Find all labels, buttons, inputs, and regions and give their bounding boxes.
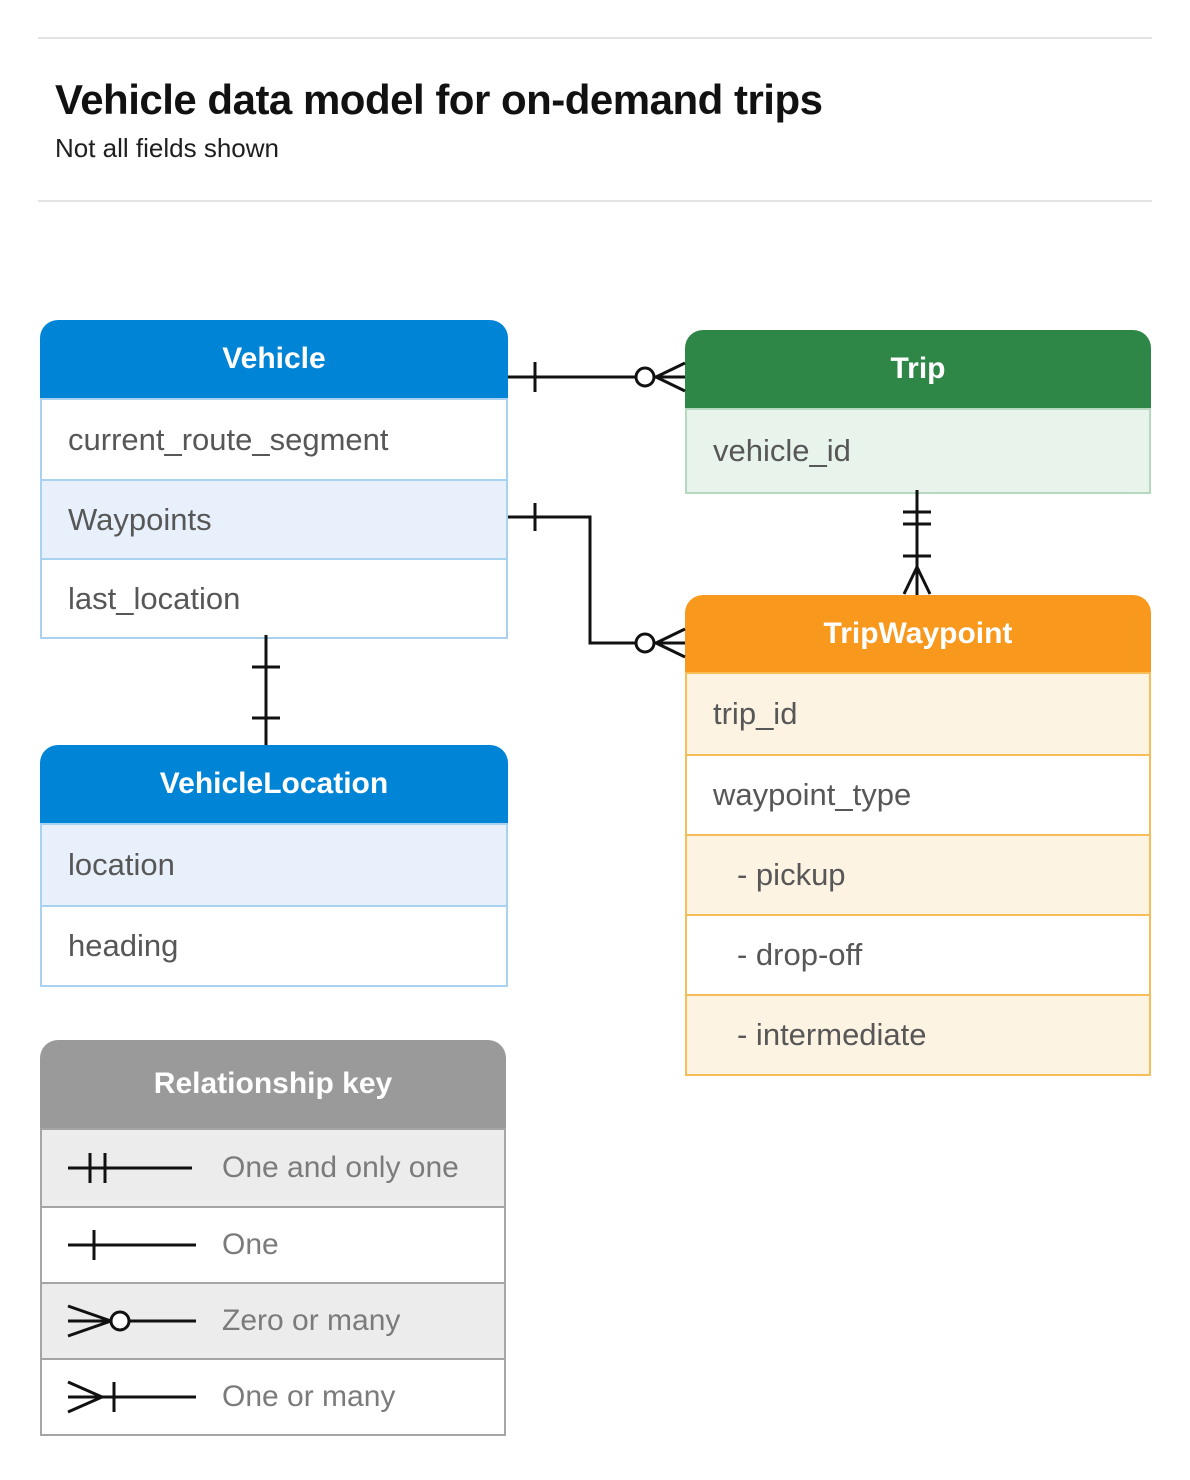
legend-row: One and only one [42, 1130, 504, 1206]
entity-table-tripwaypoint: TripWaypoint trip_id waypoint_type - pic… [685, 595, 1151, 1076]
legend-label: One and only one [222, 1151, 459, 1184]
table-row: heading [42, 905, 506, 985]
field-label: waypoint_type [713, 777, 912, 812]
field-label: vehicle_id [713, 433, 851, 468]
table-row: waypoint_type [687, 754, 1149, 834]
legend-label: One or many [222, 1380, 396, 1413]
page-subtitle: Not all fields shown [55, 133, 279, 163]
table-row: - drop-off [687, 914, 1149, 994]
header-divider [38, 200, 1152, 202]
entity-table-trip: Trip vehicle_id [685, 330, 1151, 494]
table-row: last_location [42, 558, 506, 637]
entity-header-vehicle: Vehicle [40, 320, 508, 398]
field-label: trip_id [713, 696, 798, 731]
legend-body: One and only one One Zero or many [40, 1128, 506, 1436]
zero-circle [634, 632, 656, 654]
table-row: current_route_segment [42, 400, 506, 479]
entity-table-vehiclelocation: VehicleLocation location heading [40, 745, 508, 987]
legend-header: Relationship key [40, 1040, 506, 1128]
field-label: - intermediate [737, 1017, 927, 1052]
table-row: - pickup [687, 834, 1149, 914]
table-row: location [42, 825, 506, 905]
page-title: Vehicle data model for on-demand trips [55, 76, 823, 123]
entity-body-vehicle: current_route_segment Waypoints last_loc… [40, 398, 508, 639]
table-row: - intermediate [687, 994, 1149, 1074]
one-and-only-one-icon [68, 1153, 192, 1183]
legend-row: Zero or many [42, 1282, 504, 1358]
field-label: location [68, 847, 175, 882]
relationship-trip-tripwaypoint [902, 490, 932, 595]
legend-label: One [222, 1228, 279, 1261]
legend-row: One [42, 1206, 504, 1282]
field-label: - pickup [737, 857, 846, 892]
zero-or-many-icon [67, 1304, 196, 1338]
crow-foot [902, 566, 919, 595]
entity-table-vehicle: Vehicle current_route_segment Waypoints … [40, 320, 508, 639]
table-row: vehicle_id [687, 410, 1149, 492]
relationship-waypoints-tripwaypoint [508, 503, 686, 659]
field-label: current_route_segment [68, 421, 389, 457]
relationship-vehicle-vehiclelocation [252, 635, 280, 745]
top-divider [38, 37, 1152, 39]
field-label: Waypoints [68, 501, 212, 537]
zero-circle [634, 366, 656, 388]
entity-header-vehiclelocation: VehicleLocation [40, 745, 508, 823]
relationship-vehicle-trip [508, 361, 686, 393]
one-or-many-icon [67, 1380, 196, 1414]
entity-body-vehiclelocation: location heading [40, 823, 508, 987]
field-label: heading [68, 928, 179, 963]
field-label: - drop-off [737, 937, 863, 972]
entity-body-trip: vehicle_id [685, 408, 1151, 494]
one-icon [68, 1230, 196, 1260]
entity-header-trip: Trip [685, 330, 1151, 408]
crow-foot [655, 627, 686, 645]
relationship-key-legend: Relationship key One and only one One [40, 1040, 506, 1436]
table-row: Waypoints [42, 479, 506, 558]
legend-label: Zero or many [222, 1304, 401, 1337]
table-row: trip_id [687, 674, 1149, 754]
legend-row: One or many [42, 1358, 504, 1434]
field-label: last_location [68, 580, 241, 616]
crow-foot [655, 361, 686, 379]
entity-header-tripwaypoint: TripWaypoint [685, 595, 1151, 672]
entity-body-tripwaypoint: trip_id waypoint_type - pickup - drop-of… [685, 672, 1151, 1076]
